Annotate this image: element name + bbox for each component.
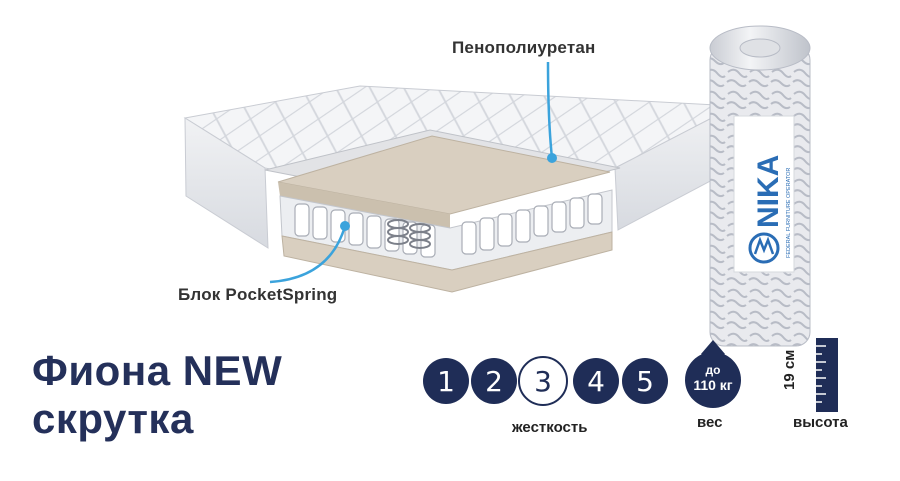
weight-badge: до 110 кг — [685, 340, 741, 408]
height-caption: высота — [793, 414, 848, 431]
height-ruler-icon — [816, 338, 838, 412]
stiffness-level-4: 4 — [573, 358, 619, 404]
foam-layer-bottom — [281, 231, 613, 293]
mattress-left-side — [184, 117, 269, 249]
product-title-line2: скрутка — [32, 395, 194, 442]
stiffness-level-2: 2 — [471, 358, 517, 404]
weight-caption: вес — [697, 414, 723, 431]
callout-spring-label: Блок PocketSpring — [178, 285, 338, 304]
stiffness-caption: жесткость — [512, 419, 588, 436]
springs — [294, 193, 603, 258]
weight-pin-icon — [701, 340, 725, 362]
nika-logo-text: NIKA — [752, 155, 785, 228]
roll-label — [733, 115, 795, 273]
weight-value: 110 кг — [693, 377, 733, 393]
exposed-coil — [387, 219, 431, 249]
callout-line-spring — [269, 225, 347, 284]
stiffness-level-1: 1 — [423, 358, 469, 404]
foam-layer-top — [277, 135, 611, 215]
callout-foam-label: Пенополиуретан — [452, 38, 596, 57]
foam-layer-top-front — [278, 182, 450, 228]
nika-logo-mark — [748, 232, 780, 264]
stiffness-level-5: 5 — [622, 358, 668, 404]
stiffness-level-3-selected: 3 — [518, 356, 568, 406]
nika-tagline: FEDERAL FURNITURE OPERATOR — [786, 168, 792, 258]
callout-line-foam — [546, 61, 554, 159]
weight-prefix: до — [705, 363, 721, 377]
product-title-line1: Фиона NEW — [32, 347, 283, 394]
height-value: 19 см — [781, 349, 798, 390]
